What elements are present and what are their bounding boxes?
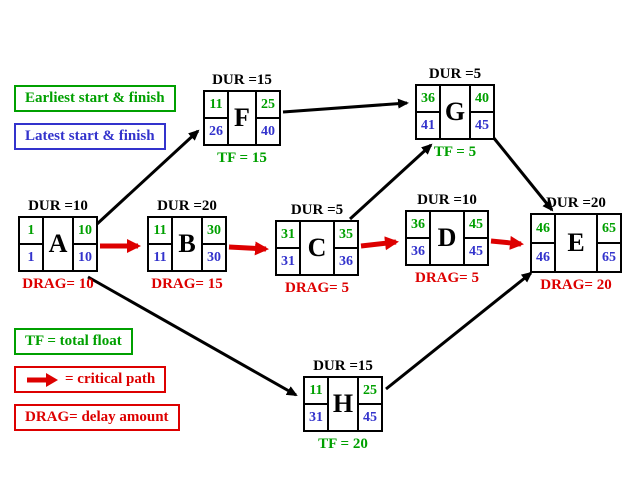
node-letter: A [48,229,68,258]
early-finish-value: 65 [598,215,620,244]
node-letter: B [178,229,196,258]
duration-label: DUR =10 [28,198,88,214]
edge-D-E-critical [490,235,524,250]
early-finish-value: 35 [335,222,357,249]
node-letter: C [307,233,327,262]
late-finish-value: 45 [363,409,377,425]
duration-label: DUR =15 [313,358,373,374]
legend-latest: Latest start & finish [14,123,166,150]
late-start-value: 1 [27,249,35,265]
late-finish-value: 40 [261,123,275,139]
late-finish-value: 10 [78,249,92,265]
late-start-value: 31 [281,253,295,269]
late-start-value: 11 [153,249,167,265]
node-B: DUR =20 11 11 B 30 30 DRAG= 15 [147,196,227,293]
node-H: DUR =15 11 31 H 25 45 TF = 20 [303,356,383,453]
late-start-value: 46 [536,249,550,265]
late-finish-value: 45 [475,117,489,133]
late-start-value: 31 [309,409,323,425]
drag-label: DRAG= 20 [540,277,612,293]
node-letter: D [437,223,457,252]
duration-label: DUR =5 [428,66,482,82]
legend-earliest: Earliest start & finish [14,85,176,112]
early-start-value: 36 [407,212,429,239]
early-start-value: 11 [205,92,227,119]
node-C-box: 31 31 C 35 36 [275,220,359,276]
early-finish-value: 10 [74,218,96,245]
early-start-value: 11 [305,378,327,405]
node-A-box: 1 1 A 10 10 [18,216,98,272]
drag-label: DRAG= 5 [285,280,349,296]
early-finish-value: 45 [465,212,487,239]
total-float-label: TF = 20 [318,436,368,452]
duration-label: DUR =20 [157,198,217,214]
duration-label: DUR =10 [417,192,477,208]
node-G: DUR =5 36 41 G 40 45 TF = 5 [415,64,495,161]
duration-label: DUR =15 [212,72,272,88]
late-start-value: 36 [411,243,425,259]
late-finish-value: 45 [469,243,483,259]
late-start-value: 26 [209,123,223,139]
edge-H-E [385,271,533,391]
edge-C-D-critical [360,236,399,251]
node-letter: G [444,97,466,126]
late-finish-value: 36 [339,253,353,269]
edge-B-C-critical [228,241,269,256]
critical-path-arrow-icon [27,372,58,387]
duration-label: DUR =5 [290,202,344,218]
node-D-box: 36 36 D 45 45 [405,210,489,266]
late-finish-value: 30 [207,249,221,265]
early-start-value: 1 [20,218,42,245]
node-F-box: 11 26 F 25 40 [203,90,281,146]
node-F: DUR =15 11 26 F 25 40 TF = 15 [203,70,281,167]
legend-total-float-label: TF = total float [25,333,122,349]
early-finish-value: 25 [359,378,381,405]
early-finish-value: 40 [471,86,493,113]
node-letter: E [567,228,585,257]
node-C: DUR =5 31 31 C 35 36 DRAG= 5 [275,200,359,297]
early-start-value: 11 [149,218,171,245]
node-D: DUR =10 36 36 D 45 45 DRAG= 5 [405,190,489,287]
legend-drag-label: DRAG= delay amount [25,409,169,425]
node-B-box: 11 11 B 30 30 [147,216,227,272]
node-H-box: 11 31 H 25 45 [303,376,383,432]
early-start-value: 36 [417,86,439,113]
node-letter: F [234,103,250,132]
node-A: DUR =10 1 1 A 10 10 DRAG= 10 [18,196,98,293]
legend-total-float: TF = total float [14,328,133,355]
early-start-value: 46 [532,215,554,244]
legend-critical-path-label: = critical path [65,371,156,387]
node-letter: H [332,389,354,418]
legend-latest-label: Latest start & finish [25,128,155,144]
drag-label: DRAG= 5 [415,270,479,286]
legend-critical-path: = critical path [14,366,167,393]
early-start-value: 31 [277,222,299,249]
total-float-label: TF = 15 [217,150,267,166]
duration-label: DUR =20 [546,195,606,211]
total-float-label: TF = 5 [433,144,477,160]
legend-earliest-label: Earliest start & finish [25,90,165,106]
early-finish-value: 25 [257,92,279,119]
drag-label: DRAG= 10 [22,276,94,292]
late-start-value: 41 [421,117,435,133]
node-G-box: 36 41 G 40 45 [415,84,495,140]
node-E-box: 46 46 E 65 65 [530,213,622,273]
edge-F-G [282,98,409,114]
node-E: DUR =20 46 46 E 65 65 DRAG= 20 [530,193,622,294]
legend-drag: DRAG= delay amount [14,404,180,431]
drag-label: DRAG= 15 [151,276,223,292]
early-finish-value: 30 [203,218,225,245]
late-finish-value: 65 [602,249,616,265]
